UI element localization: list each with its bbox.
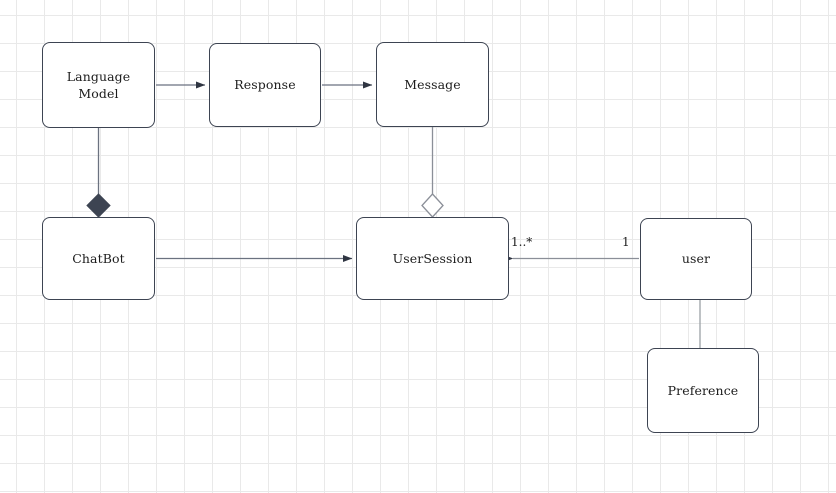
filled-diamond-marker xyxy=(86,193,111,218)
node-chatbot[interactable]: ChatBot xyxy=(42,217,155,300)
edge-language-model-to-chatbot xyxy=(86,128,111,218)
multiplicity-label-usersession: 1..* xyxy=(511,235,533,249)
node-language-model-line2: Model xyxy=(78,86,119,101)
node-chatbot-label: ChatBot xyxy=(72,250,125,266)
node-user-label: user xyxy=(681,251,711,267)
node-preference[interactable]: Preference xyxy=(647,348,759,433)
node-message[interactable]: Message xyxy=(376,42,489,127)
node-language-model[interactable]: Language Model xyxy=(42,42,155,128)
node-response[interactable]: Response xyxy=(209,43,321,127)
edge-message-to-usersession xyxy=(421,127,444,218)
hollow-diamond-marker xyxy=(421,193,444,218)
node-preference-label: Preference xyxy=(667,382,739,398)
multiplicity-label-user: 1 xyxy=(622,235,630,249)
node-usersession-label: UserSession xyxy=(392,250,473,266)
node-response-label: Response xyxy=(234,77,296,93)
node-message-label: Message xyxy=(404,76,461,92)
node-user[interactable]: user xyxy=(640,218,752,300)
node-usersession[interactable]: UserSession xyxy=(356,217,509,300)
node-language-model-line1: Language xyxy=(66,68,131,84)
